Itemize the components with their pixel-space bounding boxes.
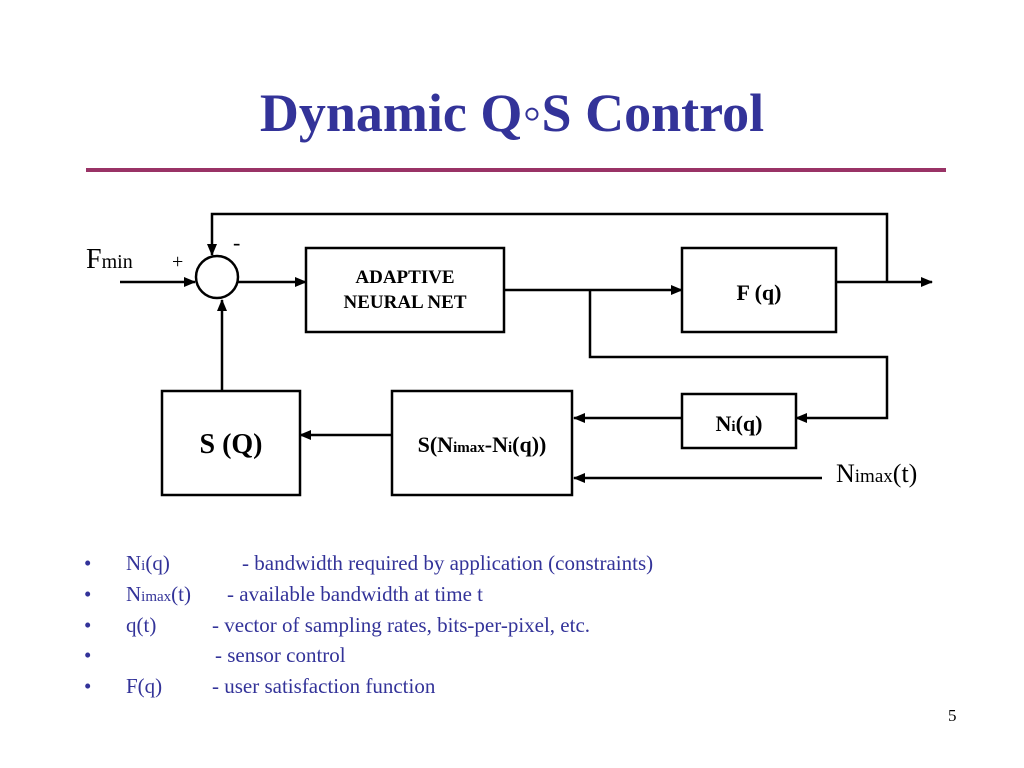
bullet-description: - vector of sampling rates, bits-per-pix… bbox=[212, 612, 591, 637]
ni-block bbox=[680, 392, 798, 450]
plus-sign: + bbox=[172, 251, 183, 273]
slide-title: Dynamic Q◦S Control bbox=[259, 83, 765, 143]
sq-label: S (Q) bbox=[200, 429, 263, 460]
s-nimax-block bbox=[390, 389, 574, 497]
ann-label-line2: NEURAL NET bbox=[344, 292, 467, 313]
minus-sign: - bbox=[233, 230, 240, 255]
bullet-dot: • bbox=[84, 612, 92, 637]
bullet-term: q(t) bbox=[126, 612, 157, 637]
page-number: 5 bbox=[948, 706, 957, 725]
bullet-dot: • bbox=[84, 581, 92, 606]
bullet-description: - sensor control bbox=[215, 643, 346, 668]
ni-label: Ni(q) bbox=[716, 411, 763, 436]
summing-junction bbox=[194, 254, 240, 300]
top-feedback-line bbox=[207, 212, 889, 282]
title-underline bbox=[86, 168, 946, 172]
bullet-description: - bandwidth required by application (con… bbox=[242, 551, 654, 575]
branch-to-ni-line bbox=[588, 290, 889, 423]
sq-block bbox=[160, 389, 302, 497]
bullet-term: F(q) bbox=[126, 674, 163, 699]
nimax-label: Nimax(t) bbox=[836, 459, 917, 488]
fq-label: F (q) bbox=[736, 280, 781, 305]
input-label: Fmin bbox=[86, 244, 133, 275]
bullet-dot: • bbox=[84, 674, 92, 699]
bullet-dot: • bbox=[84, 643, 92, 668]
bullet-term: Nimax(t) bbox=[126, 581, 191, 606]
ann-label-line1: ADAPTIVE bbox=[355, 267, 454, 288]
fq-block bbox=[680, 246, 838, 334]
bullet-description: - user satisfaction function bbox=[212, 674, 436, 699]
adaptive-neural-net-block bbox=[304, 246, 506, 334]
bullet-dot: • bbox=[84, 551, 92, 575]
bullet-term: Ni(q) bbox=[126, 551, 170, 575]
bullet-description: - available bandwidth at time t bbox=[227, 581, 483, 606]
s-nimax-label: S(Nimax-Ni(q)) bbox=[418, 432, 547, 457]
